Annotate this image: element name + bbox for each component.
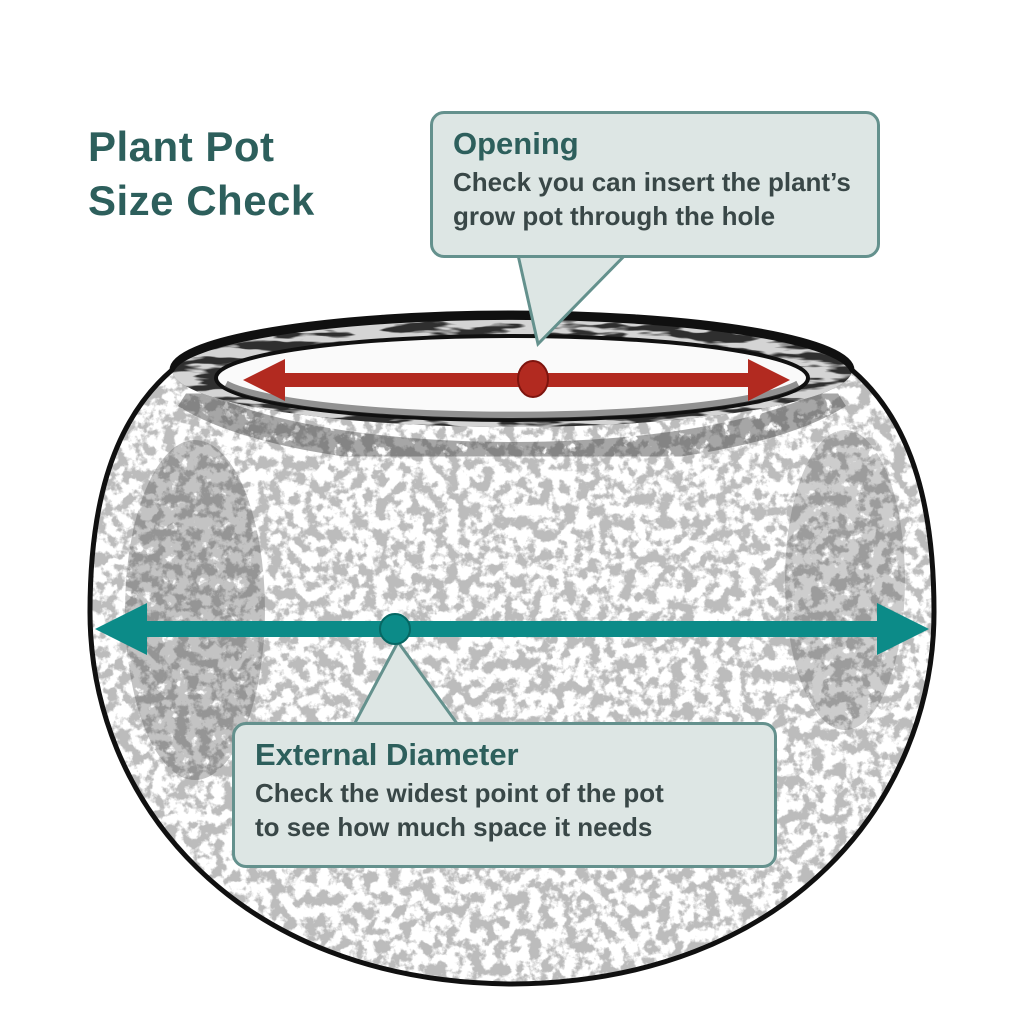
pot-front-rim-edge [169, 310, 855, 371]
under-rim-shadow [178, 383, 846, 468]
pot-outline [87, 314, 937, 987]
external-callout-body-line1: Check the widest point of the pot [255, 778, 664, 808]
external-arrow [95, 603, 929, 655]
opening-callout: Opening Check you can insert the plant’s… [430, 111, 880, 258]
opening-inner-shadow [224, 380, 800, 419]
right-shade-blob [785, 430, 905, 730]
external-callout-body-line2: to see how much space it needs [255, 811, 653, 842]
pot-rim-band-highlights [172, 313, 852, 427]
left-shade-blob [125, 440, 265, 780]
opening-dot [517, 360, 549, 398]
page-title-line1: Plant Pot [88, 123, 275, 170]
external-diameter-callout: External Diameter Check the widest point… [232, 722, 777, 868]
external-dot [379, 613, 411, 645]
external-callout-title: External Diameter [255, 737, 519, 772]
opening-callout-body-line1: Check you can insert the plant’s [453, 167, 851, 197]
page-title-line2: Size Check [88, 176, 315, 224]
page-title: Plant Pot Size Check [88, 120, 315, 228]
opening-callout-title: Opening [453, 126, 579, 161]
opening-arrow [243, 359, 790, 401]
opening-callout-body-line2: grow pot through the hole [453, 200, 776, 231]
